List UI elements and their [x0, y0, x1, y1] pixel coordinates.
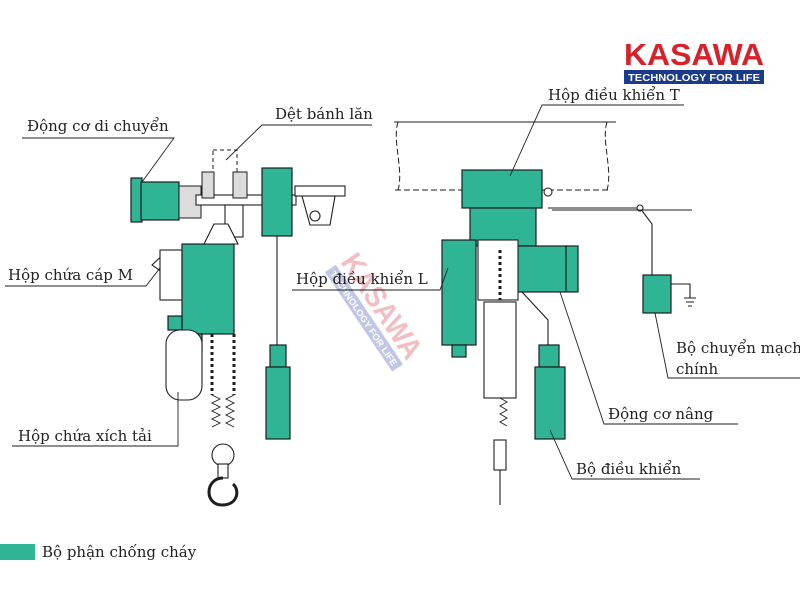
- side-arm: [294, 185, 346, 197]
- leader-roller-gear: [225, 124, 372, 161]
- hoist-body: [181, 243, 235, 335]
- leader-control-box-l: [292, 267, 449, 291]
- watermark: KASAWA TECHNOLOGY FOR LIFE: [325, 247, 429, 372]
- watermark-bar: [325, 264, 403, 372]
- chain-box: [165, 329, 203, 401]
- cable-box-m: [159, 249, 183, 301]
- side-bracket: [301, 195, 336, 226]
- logo-tagline-bar: [624, 70, 764, 84]
- travel-motor-cap: [130, 177, 143, 223]
- hoist-top: [203, 223, 239, 245]
- label-hoist-motor: Động cơ nâng: [608, 405, 714, 423]
- kasawa-logo: KASAWA TECHNOLOGY FOR LIFE: [624, 37, 764, 84]
- pendant-body: [265, 366, 291, 440]
- control-box-l: [441, 239, 477, 346]
- control-box-t: [461, 169, 543, 209]
- left-hoist: [130, 149, 346, 507]
- leader-control-box-t: [509, 104, 684, 177]
- main-switch: [642, 274, 672, 314]
- spring-1: [210, 394, 222, 428]
- label-roller-gear: Dệt bánh lăn: [275, 105, 373, 123]
- hook-shank: [217, 463, 229, 479]
- logo-tagline: TECHNOLOGY FOR LIFE: [628, 73, 760, 84]
- control-box-l-foot: [451, 344, 467, 358]
- ground: [671, 283, 696, 307]
- roller-right: [232, 171, 248, 199]
- roller-left: [201, 171, 215, 199]
- leader-controller: [549, 429, 700, 480]
- leader-hoist-motor: [559, 291, 738, 425]
- leader-main-switch: [654, 312, 800, 379]
- hook-r-shank: [493, 439, 507, 471]
- spring-r: [499, 397, 508, 427]
- travel-motor: [140, 181, 180, 221]
- label-controller: Bộ điều khiển: [576, 460, 682, 478]
- pendant-head-r: [538, 344, 560, 368]
- pendant-cable-r: [521, 291, 549, 345]
- logo-name: KASAWA: [624, 37, 764, 72]
- right-hoist: [394, 121, 696, 505]
- legend-swatch: [0, 544, 35, 560]
- center-block: [477, 239, 519, 301]
- leader-chain-box: [12, 392, 179, 447]
- label-travel-motor: Động cơ di chuyển: [27, 117, 169, 135]
- side-pin: [309, 210, 321, 222]
- side-box: [261, 167, 293, 237]
- hook-block: [211, 443, 235, 467]
- hoist-plug: [167, 315, 183, 331]
- chain-bucket: [483, 301, 517, 399]
- hoist-motor-cap: [565, 245, 579, 293]
- switch-wire: [548, 207, 653, 275]
- hoist-motor: [515, 245, 567, 293]
- label-control-box-t: Hộp điều khiển T: [548, 86, 680, 104]
- label-control-box-l: Hộp điều khiển L: [296, 270, 428, 288]
- label-chain-box: Hộp chứa xích tải: [18, 427, 152, 445]
- pendant-body-r: [534, 366, 566, 440]
- label-cable-box-m: Hộp chứa cáp M: [8, 266, 133, 284]
- pendant-head: [269, 344, 287, 368]
- label-main-switch-1: Bộ chuyển mạch: [676, 339, 800, 357]
- spring-2: [224, 394, 236, 428]
- hook: [207, 476, 239, 507]
- leader-travel-motor: [22, 137, 175, 183]
- leader-cable-box-m: [5, 267, 161, 287]
- legend-label: Bộ phận chống cháy: [42, 543, 197, 561]
- label-main-switch-2: chính: [676, 360, 719, 378]
- leader-lines: [5, 104, 800, 480]
- gland-top: [543, 187, 553, 197]
- switch-node: [636, 204, 644, 212]
- legend: Bộ phận chống cháy: [0, 543, 197, 561]
